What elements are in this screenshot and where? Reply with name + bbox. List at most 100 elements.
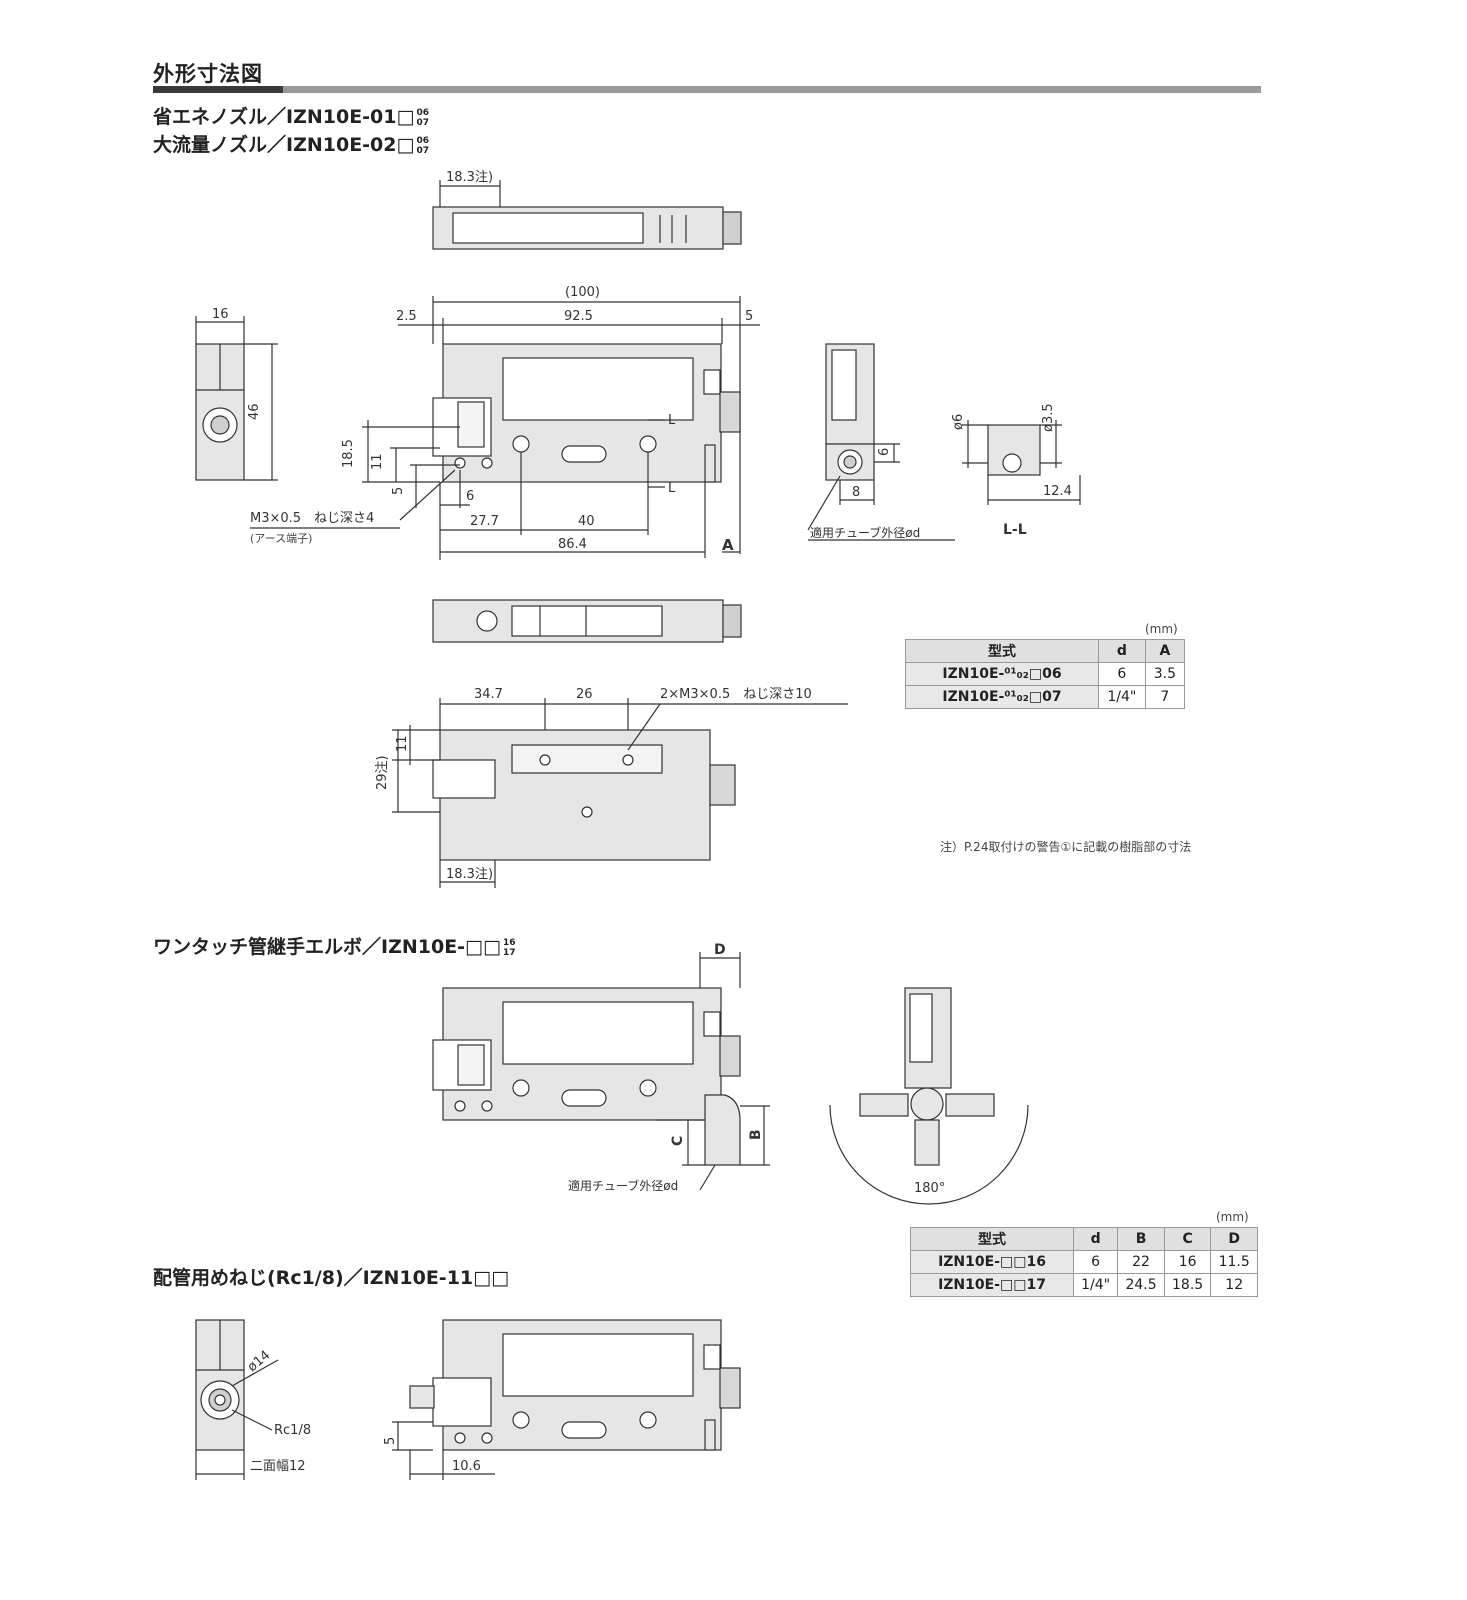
cell-b: 22 (1117, 1250, 1165, 1274)
table2-unit: (mm) (1216, 1210, 1249, 1224)
cell-c: 16 (1163, 1250, 1212, 1274)
col-header: D (1210, 1227, 1258, 1251)
top-view (432, 180, 742, 250)
dim-side-height: 46 (247, 403, 262, 420)
dim-w2: 27.7 (470, 514, 499, 529)
model-cell: IZN10E-⁰¹₀₂□07 (905, 685, 1099, 709)
dim-left-off: 2.5 (396, 309, 417, 324)
section-l-bottom: L (668, 481, 676, 496)
earth-note2: (アース端子) (250, 532, 312, 545)
dim-rc-w: 10.6 (452, 1459, 481, 1474)
dim-h2: 11 (370, 453, 385, 470)
cell-d: 6 (1098, 662, 1146, 686)
rc-front-view (392, 1319, 741, 1480)
model-cell: IZN10E-□□17 (910, 1273, 1074, 1297)
section2-title-text: ワンタッチ管継手エルボ／IZN10E-□□ (153, 936, 501, 958)
dim-body-len: 92.5 (564, 309, 593, 324)
end-view (807, 343, 955, 541)
dim-c-label: C (670, 1136, 686, 1146)
angle-label: 180° (914, 1181, 945, 1196)
tube-note-1: 適用チューブ外径ød (810, 525, 920, 540)
suffix-16: 16 (502, 937, 516, 948)
section-l-top: L (668, 413, 676, 428)
model-cell: IZN10E-□□16 (910, 1250, 1074, 1274)
earth-note: M3×0.5 ねじ深さ4 (250, 511, 374, 526)
dim-right-off: 5 (745, 309, 753, 324)
dim-h3: 5 (391, 487, 406, 495)
dim-side-width: 16 (212, 307, 229, 322)
dim-rc-label: Rc1/8 (274, 1423, 311, 1438)
dim-top-width: 18.3注) (446, 170, 493, 185)
col-header: 型式 (905, 639, 1099, 663)
footnote: 注）P.24取付けの警告①に記載の樹脂部の寸法 (940, 840, 1192, 854)
suffix-07b: 07 (416, 145, 429, 156)
dim-a-label: A (722, 536, 734, 554)
dim-b-label: B (748, 1129, 764, 1140)
dim-ll-d2: ø3.5 (1041, 403, 1056, 432)
col-header: d (1098, 639, 1146, 663)
suffix-06b: 06 (416, 135, 429, 146)
section1-title-text2: 大流量ノズル／IZN10E-02□ (153, 134, 415, 156)
tube-note-2: 適用チューブ外径ød (568, 1178, 678, 1193)
col-header: 型式 (910, 1227, 1074, 1251)
spec-table-1: 型式 d A IZN10E-⁰¹₀₂□06 6 3.5 IZN10E-⁰¹₀₂□… (905, 639, 1186, 709)
cell-dd: 11.5 (1210, 1250, 1258, 1274)
dim-rc-h: 5 (383, 1437, 398, 1445)
table-row: IZN10E-⁰¹₀₂□06 6 3.5 (905, 662, 1186, 686)
dim-d-label: D (714, 942, 726, 958)
cell-d: 1/4" (1098, 685, 1146, 709)
dim-bottom-d2: 26 (576, 687, 593, 702)
table-row: 型式 d B C D (910, 1227, 1258, 1251)
bottom-screw-note: 2×M3×0.5 ねじ深さ10 (660, 687, 812, 702)
ll-label: L-L (1003, 522, 1027, 538)
bottom-view-strip (432, 599, 742, 643)
elbow-end-view (829, 987, 1029, 1205)
col-header: d (1072, 1227, 1119, 1251)
dim-w4: 86.4 (558, 537, 587, 552)
col-header: B (1117, 1227, 1165, 1251)
spec-table-2: 型式 d B C D IZN10E-□□16 6 22 16 11.5 IZN1… (910, 1227, 1258, 1297)
front-view (250, 296, 760, 560)
page-title: 外形寸法図 (153, 62, 263, 86)
dim-rc-phi: ø14 (245, 1348, 273, 1375)
cell-a: 7 (1144, 685, 1186, 709)
dim-ll-d1: ø6 (951, 414, 966, 430)
col-header: C (1163, 1227, 1212, 1251)
ll-section (962, 420, 1081, 505)
section3-title: 配管用めねじ(Rc1/8)／IZN10E-11□□ (153, 1267, 510, 1289)
dim-rc-width: 二面幅12 (250, 1459, 306, 1474)
dim-w1: 6 (466, 489, 474, 504)
side-view (195, 316, 278, 481)
section1-title-text1: 省エネノズル／IZN10E-01□ (153, 106, 415, 128)
suffix-06: 06 (416, 107, 429, 118)
table-row: 型式 d A (905, 639, 1186, 663)
cell-d: 1/4" (1072, 1273, 1119, 1297)
suffix-07: 07 (416, 117, 429, 128)
title-rule (153, 86, 1261, 93)
table-row: IZN10E-□□17 1/4" 24.5 18.5 12 (910, 1273, 1258, 1297)
dim-bottom-d1: 34.7 (474, 687, 503, 702)
dim-w3: 40 (578, 514, 595, 529)
dim-end-h: 6 (877, 448, 892, 456)
cell-d: 6 (1072, 1250, 1119, 1274)
table-row: IZN10E-⁰¹₀₂□07 1/4" 7 (905, 685, 1186, 709)
dim-bottom-h2: 29注) (375, 755, 390, 790)
dim-bottom-w: 18.3注) (446, 867, 493, 882)
rc-side-view (195, 1319, 279, 1480)
dim-bottom-h1: 11 (395, 735, 410, 752)
table-row: IZN10E-□□16 6 22 16 11.5 (910, 1250, 1258, 1274)
cell-b: 24.5 (1117, 1273, 1165, 1297)
suffix-17: 17 (502, 947, 516, 958)
dim-overall: (100) (565, 285, 600, 300)
dim-ll-w: 12.4 (1043, 484, 1072, 499)
model-cell: IZN10E-⁰¹₀₂□06 (905, 662, 1099, 686)
dim-end-w: 8 (852, 485, 860, 500)
elbow-front-view (432, 952, 770, 1191)
cell-a: 3.5 (1144, 662, 1186, 686)
cell-dd: 12 (1210, 1273, 1258, 1297)
table1-unit: (mm) (1145, 622, 1178, 636)
mounting-view (392, 698, 848, 888)
